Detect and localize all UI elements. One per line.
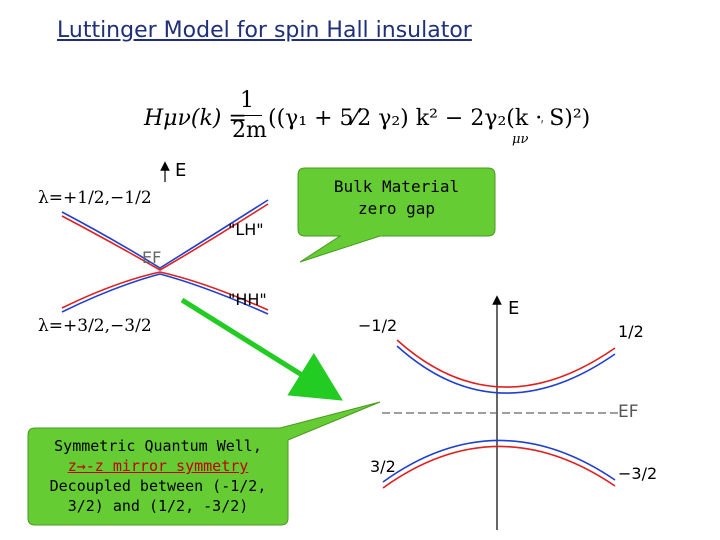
formula-subscript: μν bbox=[512, 132, 529, 147]
transition-arrow bbox=[180, 297, 343, 401]
formula-fraction: 1 2m bbox=[232, 88, 267, 143]
left-energy-label: E bbox=[175, 160, 187, 181]
right-upper-band-blue bbox=[396, 345, 616, 394]
formula-body: ((γ₁ + 5⁄2 γ₂) k² − 2γ₂(k · S)²) bbox=[268, 106, 591, 131]
lambda-light-hole-label: λ=+1/2,−1/2 bbox=[38, 188, 152, 208]
right-lower-band-red bbox=[382, 445, 616, 489]
bulk-callout-text: Bulk Material zero gap bbox=[298, 176, 495, 220]
formula-numerator: 1 bbox=[240, 88, 254, 113]
bulk-callout-shape bbox=[297, 167, 496, 263]
formula-lhs: Hμν(k) = bbox=[144, 106, 247, 131]
formula-denominator: 2m bbox=[232, 118, 267, 143]
band-label-minus-three-halves: −3/2 bbox=[618, 464, 658, 483]
qw-callout-line2: z→-z mirror symmetry bbox=[67, 457, 249, 475]
hamiltonian-formula: Hμν(k) = 1 2m ((γ₁ + 5⁄2 γ₂) k² − 2γ₂(k … bbox=[140, 88, 590, 148]
qw-callout-line4: 3/2) and (1/2, -3/2) bbox=[67, 497, 249, 515]
qw-callout-text: Symmetric Quantum Well, z→-z mirror symm… bbox=[28, 436, 288, 516]
right-upper-band-red bbox=[396, 339, 616, 388]
left-lower-band-blue bbox=[61, 273, 269, 315]
bulk-callout-line2: zero gap bbox=[357, 199, 436, 218]
band-label-plus-three-halves: 3/2 bbox=[370, 457, 396, 476]
lambda-heavy-hole-label: λ=+3/2,−3/2 bbox=[38, 316, 152, 336]
qw-callout-shape bbox=[27, 401, 381, 526]
left-upper-band-red bbox=[61, 203, 269, 271]
formula-trail: , bbox=[540, 110, 545, 126]
band-label-minus-half: −1/2 bbox=[358, 316, 398, 335]
qw-callout-line3: Decoupled between (-1/2, bbox=[49, 477, 267, 495]
qw-callout-line1: Symmetric Quantum Well, bbox=[54, 437, 262, 455]
right-fermi-label: EF bbox=[618, 402, 639, 422]
hh-label: "HH" bbox=[228, 290, 267, 309]
right-lower-band-blue bbox=[382, 439, 616, 483]
lh-label: "LH" bbox=[228, 220, 264, 239]
left-lower-band-red bbox=[61, 271, 269, 311]
page-title: Luttinger Model for spin Hall insulator bbox=[57, 18, 472, 43]
right-energy-label: E bbox=[508, 298, 520, 319]
left-fermi-label: EF bbox=[142, 248, 162, 267]
left-upper-band-blue bbox=[61, 199, 269, 269]
band-label-plus-half: 1/2 bbox=[618, 322, 644, 341]
bulk-callout-line1: Bulk Material bbox=[333, 177, 460, 196]
